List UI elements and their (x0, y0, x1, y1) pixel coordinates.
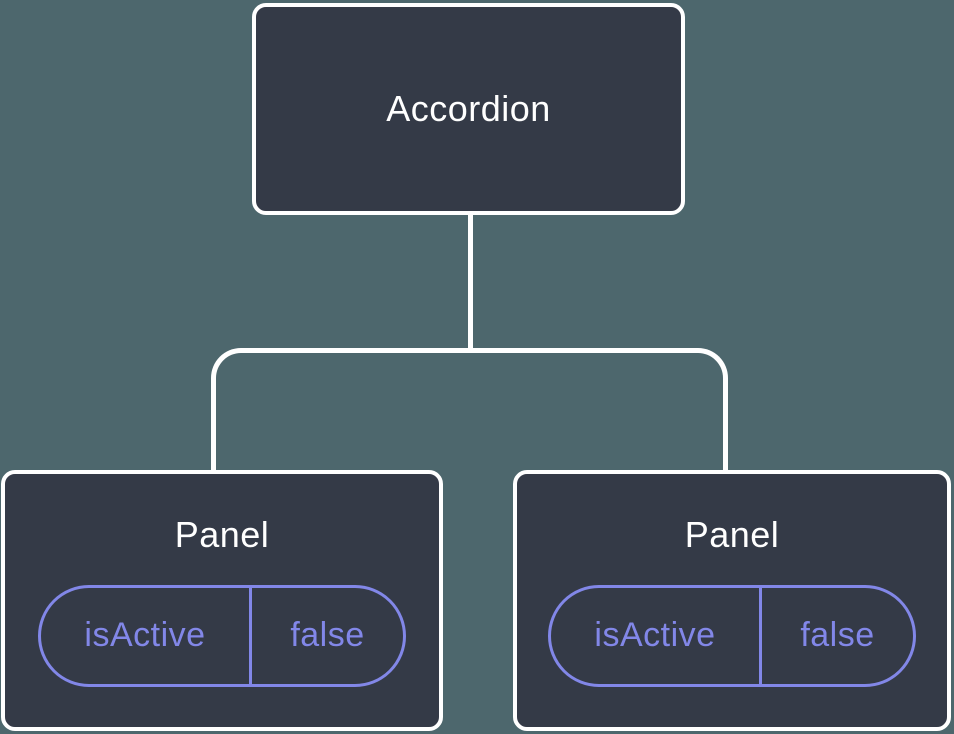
panel-2-state-value: false (800, 616, 875, 654)
connector-stem (468, 213, 473, 350)
panel-2-label: Panel (684, 513, 780, 555)
accordion-node-label: Accordion (386, 88, 551, 129)
panel-1-state-value: false (290, 616, 365, 654)
panel-1-state-key: isActive (41, 587, 252, 684)
panel-1-state-pill: isActive false (38, 584, 406, 687)
node-accordion: Accordion (252, 3, 685, 215)
node-panel-2: Panel isActive false (513, 470, 951, 731)
panel-2-state-key: isActive (551, 587, 762, 684)
connector-bracket (211, 348, 728, 470)
panel-1-label: Panel (174, 513, 270, 555)
panel-2-state-pill: isActive false (548, 584, 916, 687)
node-panel-1: Panel isActive false (1, 470, 443, 731)
